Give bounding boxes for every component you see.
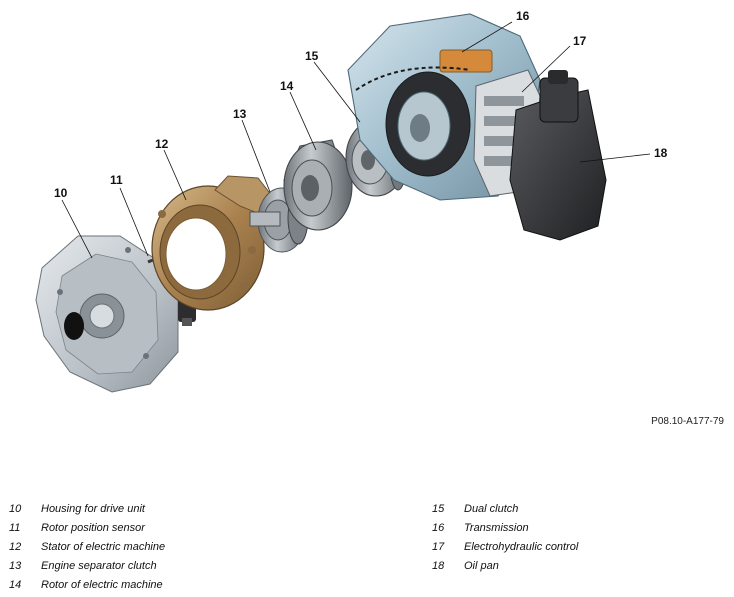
leader-13: [241, 119, 271, 193]
figure-code: P08.10-A177-79: [651, 416, 724, 427]
callout-14: 14: [280, 79, 294, 93]
legend-label: Engine separator clutch: [41, 560, 157, 572]
legend-label: Housing for drive unit: [41, 503, 145, 515]
legend-label: Oil pan: [464, 560, 499, 572]
leader-15: [313, 61, 361, 123]
callout-18: 18: [654, 146, 668, 160]
legend-number: 15: [432, 503, 445, 515]
legend-number: 17: [432, 541, 445, 553]
leader-11: [119, 187, 149, 257]
housing-part: [35, 235, 179, 393]
legend-number: 12: [9, 541, 22, 553]
leader-18: [579, 153, 651, 163]
legend-label: Electrohydraulic control: [464, 541, 579, 553]
callout-17: 17: [573, 34, 587, 48]
legend-item-18: 18 Oil pan: [432, 557, 578, 576]
exploded-drive-unit-diagram: 10 11 12 13 14 15 16 17 18: [35, 9, 668, 393]
legend-item-15: 15 Dual clutch: [432, 500, 578, 519]
leader-14: [289, 91, 317, 151]
callout-13: 13: [233, 107, 247, 121]
legend-item-17: 17 Electrohydraulic control: [432, 538, 578, 557]
leader-12: [163, 149, 187, 201]
stator-part: [151, 175, 273, 311]
legend-label: Rotor position sensor: [41, 522, 145, 534]
callout-11: 11: [110, 173, 123, 187]
callout-15: 15: [305, 49, 319, 63]
callout-16: 16: [516, 9, 530, 23]
callout-10: 10: [54, 186, 68, 200]
legend-number: 13: [9, 560, 22, 572]
legend-number: 11: [9, 522, 21, 534]
oil-pan-part: [509, 70, 607, 241]
legend-item-13: 13 Engine separator clutch: [9, 557, 165, 576]
legend-item-12: 12 Stator of electric machine: [9, 538, 165, 557]
leader-10: [61, 199, 93, 259]
leader-lines: [61, 21, 651, 259]
leader-16: [461, 21, 513, 53]
legend-number: 18: [432, 560, 445, 572]
legend-left-column: 10 Housing for drive unit 11 Rotor positio…: [9, 500, 165, 595]
legend-number: 14: [9, 579, 22, 591]
legend-label: Stator of electric machine: [41, 541, 166, 553]
legend-label: Transmission: [464, 522, 529, 534]
legend-item-16: 16 Transmission: [432, 519, 578, 538]
legend-label: Rotor of electric machine: [41, 579, 163, 591]
legend-item-10: 10 Housing for drive unit: [9, 500, 165, 519]
legend-item-11: 11 Rotor position sensor: [9, 519, 165, 538]
legend-number: 10: [9, 503, 22, 515]
callout-12: 12: [155, 137, 169, 151]
leader-17: [521, 45, 571, 93]
legend-number: 16: [432, 522, 445, 534]
legend-label: Dual clutch: [464, 503, 519, 515]
legend-right-column: 15 Dual clutch 16 Transmission 17 Electrohy…: [432, 500, 578, 576]
rotor-part: [283, 139, 353, 231]
legend-item-14: 14 Rotor of electric machine: [9, 576, 165, 595]
